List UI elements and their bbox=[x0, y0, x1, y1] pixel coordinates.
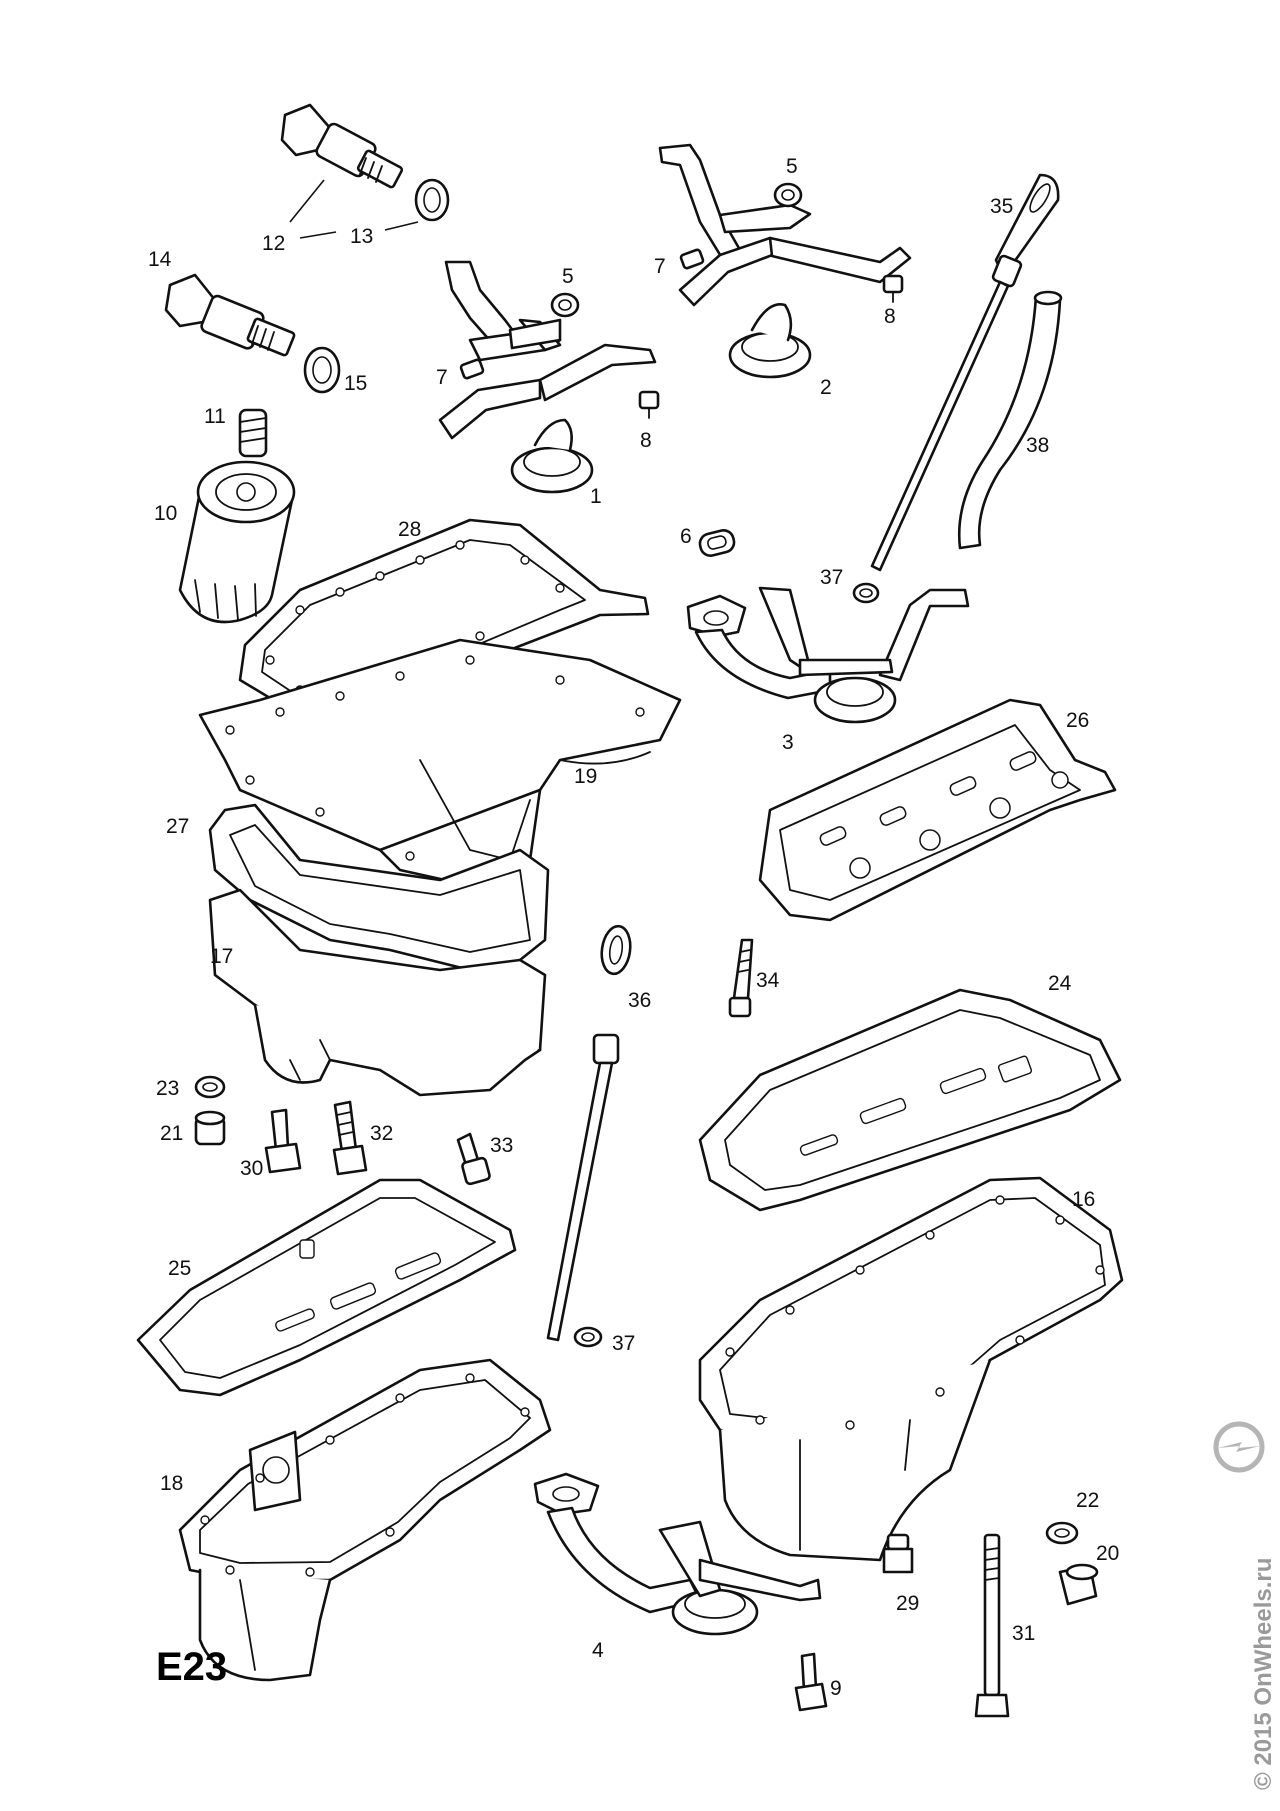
part-bolt-30 bbox=[264, 1108, 302, 1174]
callout-31: 31 bbox=[1012, 1622, 1035, 1645]
part-bolt-33 bbox=[456, 1132, 491, 1186]
part-nipple-11 bbox=[238, 408, 268, 458]
part-baffle-plate-26 bbox=[758, 698, 1117, 922]
callout-8: 8 bbox=[640, 429, 652, 452]
callout-34: 34 bbox=[756, 969, 780, 992]
callout-36: 36 bbox=[628, 989, 651, 1012]
part-bolt-31 bbox=[974, 1533, 1010, 1718]
callout-15: 15 bbox=[344, 372, 367, 395]
part-oil-pickup-4 bbox=[533, 1472, 822, 1636]
callout-32: 32 bbox=[370, 1122, 393, 1145]
part-oil-filter-10 bbox=[178, 460, 296, 624]
part-drain-plug-21 bbox=[194, 1110, 226, 1146]
callout-5b: 5 bbox=[786, 155, 798, 178]
callout-14: 14 bbox=[148, 248, 172, 271]
callout-12: 12 bbox=[262, 232, 285, 255]
callout-9: 9 bbox=[830, 1677, 842, 1700]
callout-29: 29 bbox=[896, 1592, 919, 1615]
part-bolt-29 bbox=[882, 1533, 914, 1574]
callout-16: 16 bbox=[1072, 1188, 1095, 1211]
callout-24: 24 bbox=[1048, 972, 1072, 995]
callout-7: 7 bbox=[436, 366, 448, 389]
callout-28: 28 bbox=[398, 518, 421, 541]
part-oil-pressure-switch-14 bbox=[164, 273, 296, 357]
part-oil-pickup-2 bbox=[658, 143, 912, 379]
callout-20: 20 bbox=[1096, 1542, 1119, 1565]
part-bolt-8 bbox=[638, 390, 660, 419]
callout-13: 13 bbox=[350, 225, 373, 248]
callout-30: 30 bbox=[240, 1157, 263, 1180]
part-gasket-25 bbox=[136, 1178, 517, 1397]
part-dipstick-35 bbox=[870, 173, 1060, 572]
part-bolt-34 bbox=[728, 938, 754, 1018]
part-drain-plug-20 bbox=[1058, 1563, 1099, 1606]
callout-26: 26 bbox=[1066, 709, 1089, 732]
part-oil-pan-18 bbox=[178, 1358, 552, 1682]
callout-22: 22 bbox=[1076, 1489, 1099, 1512]
callout-37: 37 bbox=[820, 566, 843, 589]
part-oil-pressure-switch-12 bbox=[280, 103, 404, 189]
callout-7b: 7 bbox=[654, 255, 666, 278]
callout-23: 23 bbox=[156, 1077, 179, 1100]
callout-4: 4 bbox=[592, 1639, 604, 1662]
part-dipstick-tube-38 bbox=[957, 290, 1063, 550]
part-oil-pickup-3 bbox=[686, 586, 970, 724]
callout-21: 21 bbox=[160, 1122, 183, 1145]
callout-27: 27 bbox=[166, 815, 189, 838]
part-oil-pan-17 bbox=[208, 888, 547, 1097]
callout-numbers: 12 13 14 15 11 10 5 7 8 1 5 7 8 2 35 38 … bbox=[148, 155, 1119, 1700]
callout-6: 6 bbox=[680, 525, 692, 548]
callout-3: 3 bbox=[782, 731, 794, 754]
callout-33: 33 bbox=[490, 1134, 513, 1157]
part-bolt-7b bbox=[679, 248, 705, 270]
callout-18: 18 bbox=[160, 1472, 183, 1495]
part-oil-pan-16 bbox=[698, 1176, 1124, 1562]
part-bolt-8b bbox=[882, 274, 904, 303]
callout-10: 10 bbox=[154, 502, 177, 525]
part-gasket-24 bbox=[698, 988, 1122, 1212]
opel-blitz-logo-icon bbox=[1213, 1421, 1265, 1473]
part-bolt-32 bbox=[332, 1100, 368, 1176]
part-bolt-7 bbox=[459, 358, 485, 380]
callout-17: 17 bbox=[210, 945, 233, 968]
callout-11: 11 bbox=[204, 405, 226, 428]
callout-8b: 8 bbox=[884, 305, 896, 328]
callout-37b: 37 bbox=[612, 1332, 635, 1355]
callout-38: 38 bbox=[1026, 434, 1049, 457]
part-bolt-9 bbox=[794, 1652, 828, 1712]
callout-35: 35 bbox=[990, 195, 1013, 218]
sheet-code: E23 bbox=[156, 1645, 227, 1689]
part-gasket-27 bbox=[208, 803, 550, 972]
callout-19: 19 bbox=[574, 765, 597, 788]
callout-1: 1 bbox=[590, 485, 602, 508]
part-gasket-6 bbox=[698, 529, 736, 557]
callout-2: 2 bbox=[820, 376, 832, 399]
callout-25: 25 bbox=[168, 1257, 191, 1280]
copyright-watermark: © 2015 OnWheels.ru bbox=[1250, 1557, 1277, 1790]
callout-5: 5 bbox=[562, 265, 574, 288]
part-dipstick-36 bbox=[546, 924, 632, 1342]
part-oil-pickup-1 bbox=[438, 260, 657, 494]
leader-lines bbox=[289, 179, 419, 239]
